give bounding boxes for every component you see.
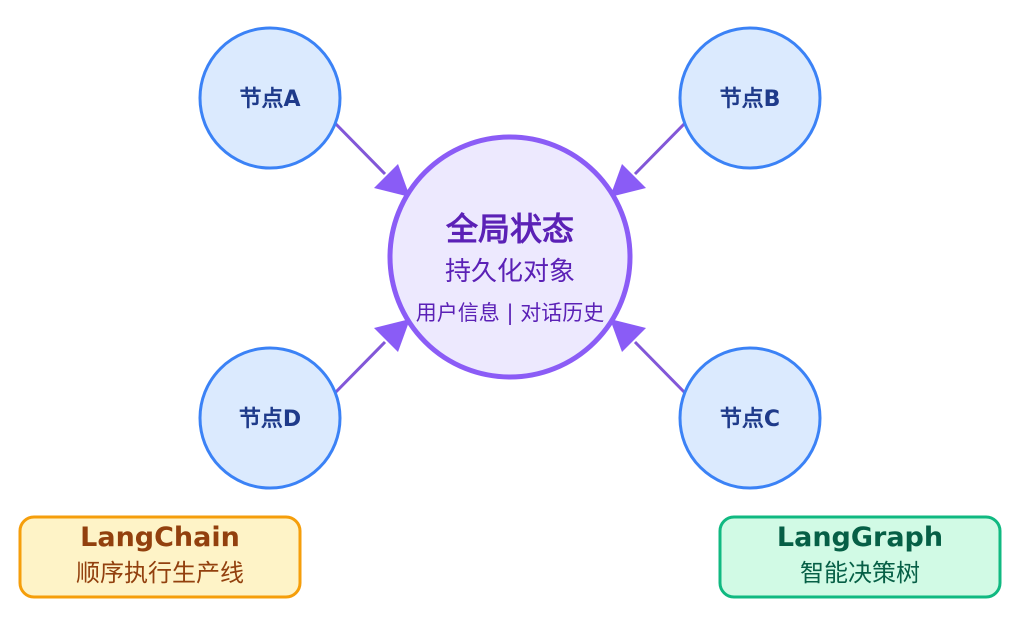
langgraph-box-bg bbox=[718, 515, 1002, 599]
langchain-title: LangChain bbox=[80, 522, 240, 553]
node-b-label: 节点B bbox=[720, 86, 781, 112]
langchain-box: LangChain 顺序执行生产线 bbox=[18, 515, 302, 599]
node-c-circle bbox=[678, 346, 822, 490]
hub-circle bbox=[387, 134, 633, 380]
node-d-circle bbox=[198, 346, 342, 490]
langgraph-title: LangGraph bbox=[777, 522, 943, 553]
global-state-hub: 全局状态 持久化对象 用户信息 | 对话历史 bbox=[387, 134, 633, 380]
hub-subtitle: 持久化对象 bbox=[445, 257, 575, 287]
node-c-label: 节点C bbox=[720, 406, 780, 432]
node-a: 节点A bbox=[198, 26, 342, 170]
langchain-box-bg bbox=[18, 515, 302, 599]
node-a-label: 节点A bbox=[239, 86, 300, 112]
node-c: 节点C bbox=[678, 346, 822, 490]
edge-c-to-hub bbox=[610, 319, 692, 400]
edge-b-to-hub bbox=[610, 116, 692, 197]
node-a-circle bbox=[198, 26, 342, 170]
node-b-circle bbox=[678, 26, 822, 170]
langgraph-subtitle: 智能决策树 bbox=[800, 559, 920, 587]
node-d: 节点D bbox=[198, 346, 342, 490]
edge-d-to-hub bbox=[328, 319, 410, 400]
langgraph-box: LangGraph 智能决策树 bbox=[718, 515, 1002, 599]
hub-title: 全局状态 bbox=[445, 210, 574, 248]
edge-a-to-hub bbox=[328, 116, 410, 197]
hub-detail: 用户信息 | 对话历史 bbox=[416, 301, 604, 326]
node-b: 节点B bbox=[678, 26, 822, 170]
langchain-subtitle: 顺序执行生产线 bbox=[76, 559, 244, 587]
node-d-label: 节点D bbox=[239, 406, 301, 432]
